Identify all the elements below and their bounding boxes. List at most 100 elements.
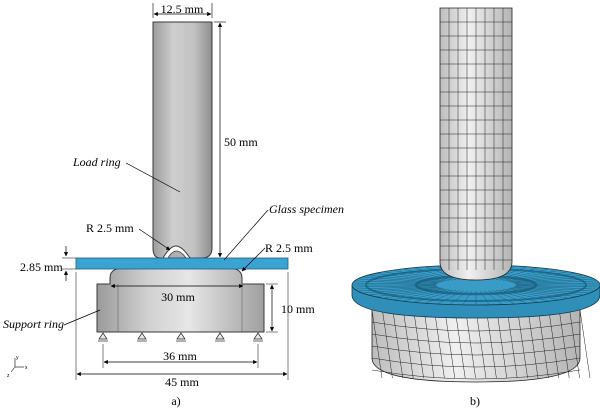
mesh-line bbox=[486, 309, 497, 379]
mesh-line bbox=[513, 286, 594, 292]
caption-b: b) bbox=[470, 394, 480, 408]
mesh-line bbox=[492, 290, 527, 304]
mesh-line bbox=[376, 273, 444, 282]
dim-10: 10 mm bbox=[281, 302, 315, 316]
mesh-line bbox=[538, 309, 549, 379]
mesh-line bbox=[462, 290, 472, 305]
mesh-line bbox=[393, 270, 450, 281]
bc-triangle bbox=[98, 332, 108, 340]
mesh-line bbox=[371, 321, 581, 332]
mesh-line bbox=[414, 289, 457, 303]
dim-30: 30 mm bbox=[161, 290, 195, 304]
mesh-line bbox=[353, 282, 437, 285]
mesh-line bbox=[376, 288, 444, 297]
mesh-line bbox=[515, 282, 599, 285]
mesh-line bbox=[505, 271, 568, 282]
dim-radius-load: R 2.5 mm bbox=[86, 221, 134, 235]
mesh-line bbox=[450, 290, 468, 305]
mesh-line bbox=[371, 333, 581, 344]
mesh-line bbox=[475, 309, 487, 379]
mesh-line bbox=[505, 288, 568, 299]
dim-45: 45 mm bbox=[165, 375, 199, 389]
mesh-line bbox=[499, 289, 549, 302]
mesh-line bbox=[355, 280, 437, 285]
mesh-line bbox=[513, 278, 594, 284]
load-cylinder-grid bbox=[440, 8, 512, 270]
mesh-line bbox=[363, 287, 440, 294]
dim-36: 36 mm bbox=[163, 349, 197, 363]
mesh-line bbox=[527, 309, 539, 379]
dim-radius-support: R 2.5 mm bbox=[265, 241, 313, 255]
mesh-line bbox=[434, 309, 445, 379]
bc-triangle bbox=[176, 332, 186, 340]
boundary-conditions bbox=[98, 332, 263, 342]
bc-triangle bbox=[253, 332, 263, 340]
mesh-line bbox=[382, 309, 393, 379]
mesh-line bbox=[402, 309, 414, 379]
glass-specimen bbox=[75, 257, 289, 270]
mesh-line bbox=[515, 285, 599, 288]
mesh-line bbox=[495, 267, 538, 281]
mesh-line bbox=[502, 289, 559, 300]
mesh-line bbox=[369, 287, 442, 296]
plate-mesh-grid bbox=[353, 265, 599, 305]
mesh-line bbox=[384, 288, 447, 299]
mesh-line bbox=[358, 278, 439, 284]
mesh-line bbox=[558, 309, 570, 379]
mesh-line bbox=[444, 309, 456, 379]
mesh-line bbox=[465, 309, 476, 379]
mesh-line bbox=[480, 290, 490, 305]
dim-12-5: 12.5 mm bbox=[161, 2, 204, 16]
mesh-line bbox=[414, 267, 457, 281]
mesh-line bbox=[484, 290, 502, 305]
mesh-line bbox=[579, 309, 591, 379]
axis-z-label: z bbox=[7, 373, 10, 379]
mesh-line bbox=[488, 290, 515, 304]
mesh-line bbox=[454, 309, 466, 379]
mesh-line bbox=[384, 271, 447, 282]
mesh-line bbox=[413, 309, 424, 379]
support-cylinder-grid bbox=[371, 309, 591, 380]
label-load-ring: Load ring bbox=[72, 155, 121, 169]
dim-50: 50 mm bbox=[224, 135, 258, 149]
mesh-line bbox=[508, 288, 576, 297]
mesh-line bbox=[515, 285, 597, 290]
mesh-line bbox=[510, 275, 583, 283]
mesh-line bbox=[355, 285, 437, 290]
mesh-line bbox=[515, 280, 597, 285]
load-ring bbox=[152, 21, 213, 259]
axis-x-label: x bbox=[25, 365, 28, 371]
mesh-line bbox=[569, 309, 580, 379]
mesh-line bbox=[495, 289, 538, 303]
mesh-line bbox=[512, 276, 589, 283]
mesh-line bbox=[371, 309, 383, 379]
leader-load-ring bbox=[125, 162, 181, 193]
mesh-line bbox=[506, 309, 518, 379]
panel-b: b) bbox=[351, 7, 600, 408]
caption-a: a) bbox=[171, 394, 180, 408]
mesh-line bbox=[369, 275, 442, 283]
mesh-line bbox=[393, 289, 450, 300]
mesh-line bbox=[371, 357, 581, 368]
mesh-line bbox=[548, 309, 560, 379]
mesh-line bbox=[353, 285, 437, 288]
mesh-line bbox=[392, 309, 404, 379]
mesh-line bbox=[508, 273, 576, 282]
support-cylinder-mesh bbox=[371, 307, 581, 383]
mesh-line bbox=[403, 289, 453, 302]
mesh-line bbox=[512, 287, 589, 294]
bc-triangle bbox=[137, 332, 147, 340]
mesh-line bbox=[403, 268, 453, 281]
leader-support-ring bbox=[63, 309, 101, 326]
label-glass-specimen: Glass specimen bbox=[269, 202, 344, 216]
axis-triad bbox=[10, 358, 24, 373]
leader-glass bbox=[223, 209, 269, 261]
panel-a: 12.5 mm 50 mm Load ring R 2.5 mm Glass s… bbox=[3, 2, 344, 408]
load-ring-tip bbox=[167, 250, 187, 259]
mesh-line bbox=[437, 290, 464, 304]
mesh-line bbox=[499, 268, 549, 281]
bc-triangle bbox=[215, 332, 225, 340]
mesh-line bbox=[502, 270, 559, 281]
